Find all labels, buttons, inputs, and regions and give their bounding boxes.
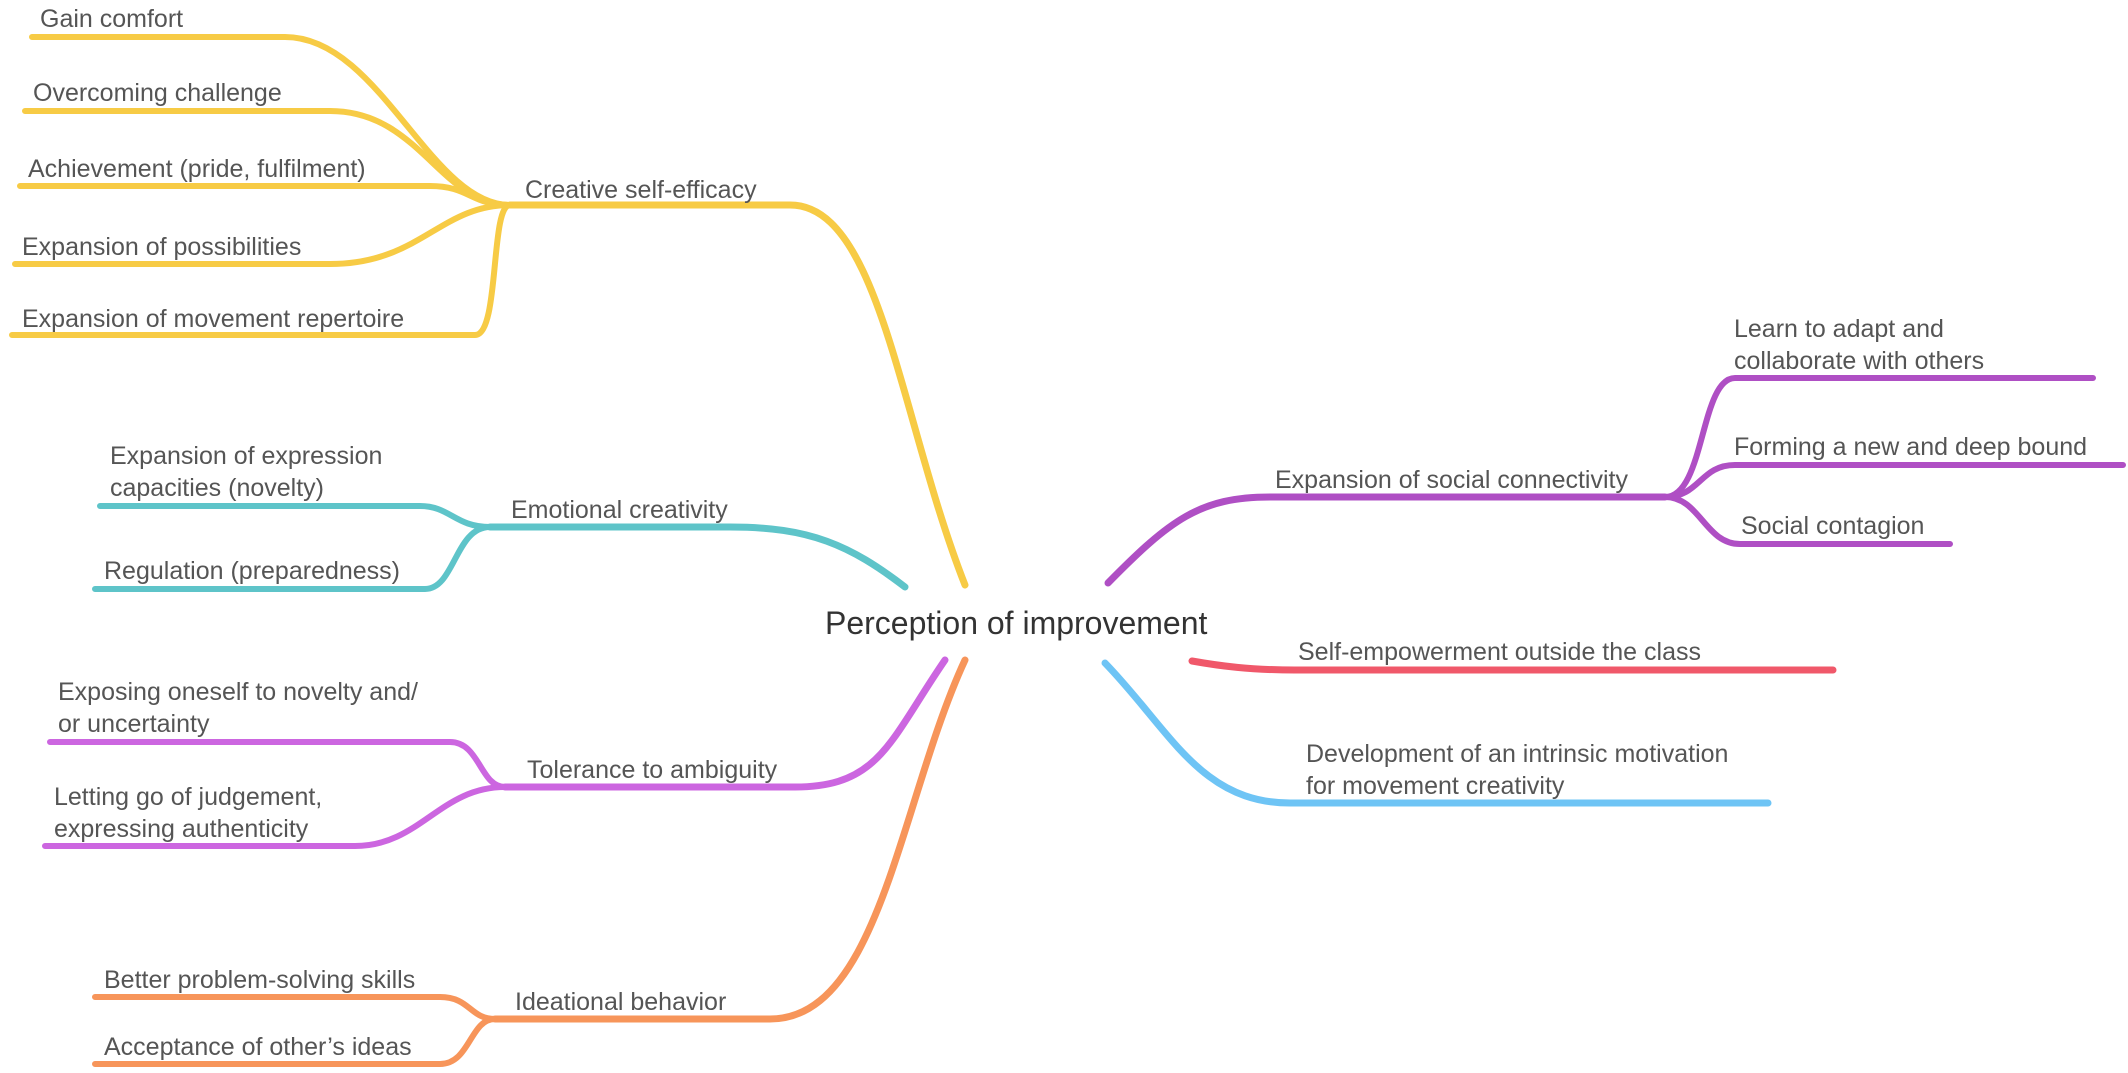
central-topic: Perception of improvement (825, 605, 1208, 641)
intrinsic-motivation-line-1: Development of an intrinsic motivation (1306, 740, 1728, 768)
branch-line-creative-self-efficacy (506, 201, 969, 589)
leaf-exposing-oneself-line-2: or uncertainty (58, 710, 210, 738)
leaf-line-exposing-oneself (47, 739, 508, 790)
leaf-acceptance: Acceptance of other’s ideas (104, 1033, 412, 1061)
leaf-line-expansion-of-expression (97, 503, 493, 530)
branch-label-emotional-creativity: Emotional creativity (511, 496, 728, 524)
branch-label-tolerance-to-ambiguity: Tolerance to ambiguity (527, 756, 778, 784)
branch-line-self-empowerment (1188, 657, 1837, 674)
leaf-line-learn-to-adapt (1662, 375, 2096, 500)
leaf-learn-to-adapt-line-2: collaborate with others (1734, 347, 1984, 375)
leaf-expansion-of-movement-repertoire: Expansion of movement repertoire (22, 305, 404, 333)
leaf-problem-solving: Better problem-solving skills (104, 966, 415, 994)
leaf-line-expansion-of-movement-repertoire (9, 202, 513, 338)
leaf-line-forming-bound (1662, 462, 2126, 500)
intrinsic-motivation-line-2: for movement creativity (1306, 772, 1565, 800)
leaf-overcoming-challenge: Overcoming challenge (33, 79, 282, 107)
branch-line-social-connectivity (1104, 493, 1669, 587)
branch-line-intrinsic-motivation (1101, 659, 1772, 807)
branch-line-emotional-creativity (486, 523, 909, 591)
branch-label-intrinsic-motivation: Development of an intrinsic motivation f… (1306, 740, 1735, 800)
leaf-expansion-of-expression-line-1: Expansion of expression (110, 442, 382, 470)
leaf-line-letting-go (42, 784, 508, 849)
leaf-line-social-contagion (1662, 494, 1953, 547)
leaf-exposing-oneself: Exposing oneself to novelty and/ or unce… (58, 678, 425, 738)
tolerance-to-ambiguity-leaf-lines (42, 739, 508, 849)
leaf-social-contagion: Social contagion (1741, 512, 1924, 540)
branch-label-self-empowerment: Self-empowerment outside the class (1298, 638, 1701, 666)
leaf-letting-go-line-1: Letting go of judgement, (54, 783, 322, 811)
branch-label-social-connectivity: Expansion of social connectivity (1275, 466, 1628, 494)
leaf-learn-to-adapt-line-1: Learn to adapt and (1734, 315, 1944, 343)
creative-self-efficacy-leaf-lines (9, 34, 513, 338)
leaf-line-acceptance (92, 1016, 498, 1067)
ideational-behavior-leaf-lines (92, 994, 498, 1067)
leaf-regulation: Regulation (preparedness) (104, 557, 400, 585)
leaf-expansion-of-expression: Expansion of expression capacities (nove… (110, 442, 389, 502)
social-connectivity-leaf-lines (1662, 375, 2126, 547)
leaf-letting-go: Letting go of judgement, expressing auth… (54, 783, 329, 843)
leaf-forming-bound: Forming a new and deep bound (1734, 433, 2087, 461)
leaf-achievement: Achievement (pride, fulfilment) (28, 155, 366, 183)
leaf-expansion-of-expression-line-2: capacities (novelty) (110, 474, 324, 502)
leaf-line-expansion-of-possibilities (12, 202, 513, 267)
leaf-line-regulation (92, 524, 493, 592)
leaf-exposing-oneself-line-1: Exposing oneself to novelty and/ (58, 678, 418, 706)
branch-label-ideational-behavior: Ideational behavior (515, 988, 726, 1016)
emotional-creativity-leaf-lines (92, 503, 493, 592)
branch-line-tolerance-to-ambiguity (501, 656, 949, 791)
leaf-letting-go-line-2: expressing authenticity (54, 815, 309, 843)
leaf-line-problem-solving (92, 994, 498, 1022)
leaf-gain-comfort: Gain comfort (40, 5, 183, 33)
branch-label-creative-self-efficacy: Creative self-efficacy (525, 176, 757, 204)
leaf-line-achievement (17, 183, 513, 208)
leaf-learn-to-adapt: Learn to adapt and collaborate with othe… (1734, 315, 1984, 375)
leaf-expansion-of-possibilities: Expansion of possibilities (22, 233, 301, 261)
branch-line-ideational-behavior (491, 656, 969, 1023)
